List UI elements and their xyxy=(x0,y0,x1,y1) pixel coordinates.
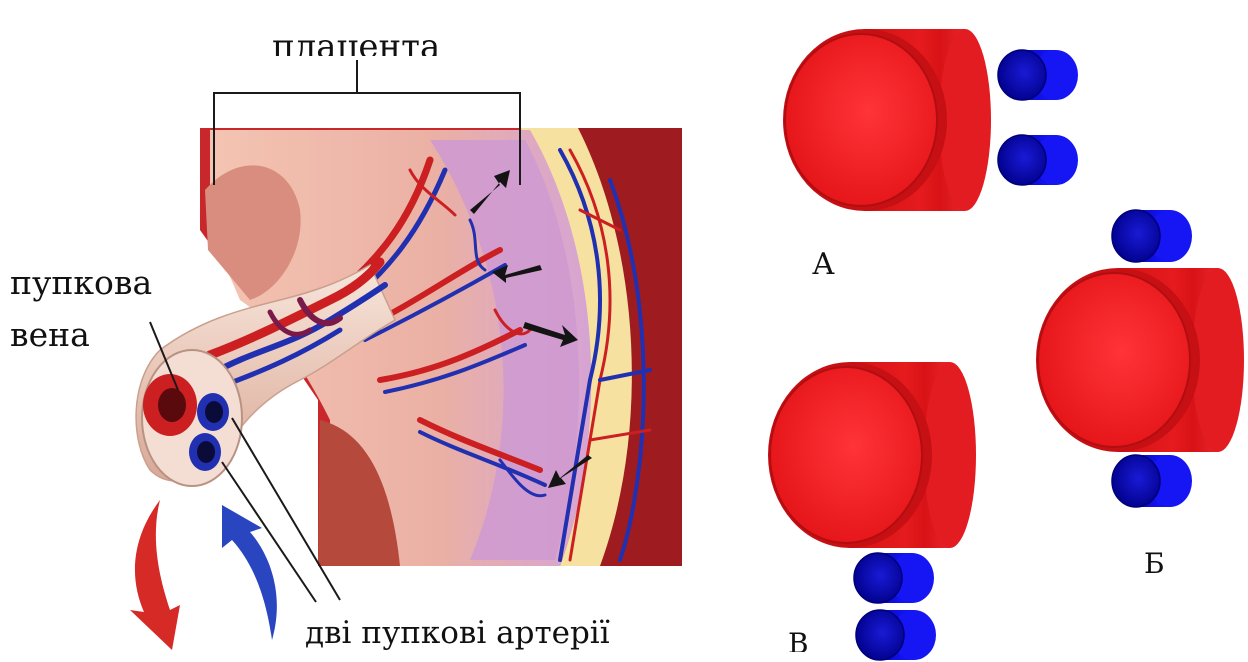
vessel-model-b xyxy=(1036,210,1244,507)
blue-artery-cylinder-top xyxy=(854,553,934,603)
artery-lumen-1 xyxy=(205,401,223,423)
blue-artery-cylinder-bottom xyxy=(856,610,936,660)
blue-artery-cylinder-top xyxy=(998,50,1078,100)
umbilical-arteries-label: дві пупкові артерії xyxy=(305,618,610,649)
option-b-label: Б xyxy=(1144,550,1165,578)
vein-lumen xyxy=(158,388,186,422)
blue-artery-cylinder-bottom xyxy=(1112,455,1192,507)
blue-artery-cylinder-bottom xyxy=(998,135,1078,185)
umbilical-vein-label-line1: пупкова xyxy=(10,266,152,299)
vessel-model-a xyxy=(783,29,1078,211)
red-vein-cylinder xyxy=(768,362,976,548)
option-a-label: А xyxy=(812,250,835,280)
vessel-model-v xyxy=(768,362,976,660)
umbilical-vein-label-line2: вена xyxy=(10,318,90,351)
option-v-label: В xyxy=(788,630,809,652)
red-vein-cylinder xyxy=(783,29,991,211)
artery-lumen-2 xyxy=(197,441,215,463)
blue-flow-arrow xyxy=(222,505,277,640)
blue-artery-cylinder-top xyxy=(1112,210,1192,262)
red-vein-cylinder xyxy=(1036,268,1244,452)
placenta-illustration xyxy=(130,60,682,650)
placenta-label: плацента xyxy=(272,30,440,56)
red-flow-arrow xyxy=(130,500,180,650)
